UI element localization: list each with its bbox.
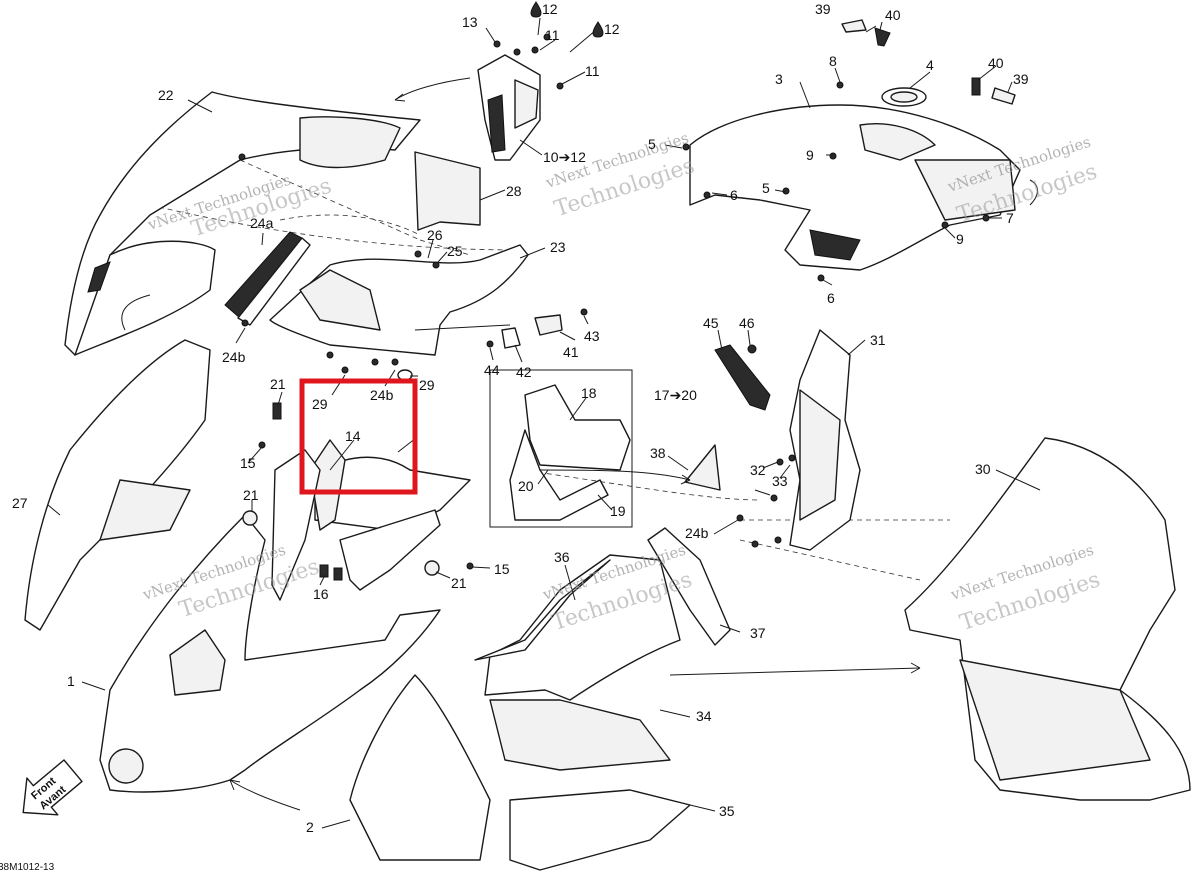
- callout-15-right[interactable]: 15: [494, 561, 510, 577]
- callout-25[interactable]: 25: [447, 243, 463, 259]
- callout-46[interactable]: 46: [739, 315, 755, 331]
- part-38-wedge: [684, 444, 721, 491]
- callout-39-top[interactable]: 39: [815, 1, 831, 17]
- callout-40-top[interactable]: 40: [885, 7, 901, 23]
- callout-13[interactable]: 13: [462, 14, 478, 30]
- callout-43[interactable]: 43: [584, 328, 600, 344]
- callout-27[interactable]: 27: [12, 495, 28, 511]
- callout-32[interactable]: 32: [750, 462, 766, 478]
- callout-30[interactable]: 30: [975, 461, 991, 477]
- callout-8[interactable]: 8: [829, 53, 837, 69]
- part-3-tank-cover: [689, 104, 1021, 271]
- callout-24b-right[interactable]: 24b: [685, 525, 709, 541]
- callout-1[interactable]: 1: [67, 673, 75, 689]
- callout-31[interactable]: 31: [870, 332, 886, 348]
- callout-21-top[interactable]: 21: [270, 376, 286, 392]
- callout-42[interactable]: 42: [516, 364, 532, 380]
- callout-37[interactable]: 37: [750, 625, 766, 641]
- callout-12-right[interactable]: 12: [604, 21, 620, 37]
- callout-9-top[interactable]: 9: [806, 147, 814, 163]
- callout-29-left[interactable]: 29: [312, 396, 328, 412]
- oil-drop-icon: [530, 1, 542, 18]
- callout-26[interactable]: 26: [427, 227, 443, 243]
- document-id: 38M1012-13: [0, 862, 55, 873]
- callout-34[interactable]: 34: [696, 708, 712, 724]
- callout-14[interactable]: 14: [345, 428, 361, 444]
- part-37-trim: [647, 527, 731, 646]
- selected-part-highlight: [299, 378, 418, 495]
- callout-38[interactable]: 38: [650, 445, 666, 461]
- callout-2[interactable]: 2: [306, 819, 314, 835]
- callout-44[interactable]: 44: [484, 362, 500, 378]
- callout-39-right[interactable]: 39: [1013, 71, 1029, 87]
- oil-drop-icon: [592, 21, 604, 38]
- callout-29-right[interactable]: 29: [419, 377, 435, 393]
- part-22-upper-fairing: [64, 91, 421, 356]
- part-4-fuel-cap-ring: [881, 87, 927, 107]
- callout-24b-left[interactable]: 24b: [222, 349, 246, 365]
- callout-4[interactable]: 4: [926, 57, 934, 73]
- assembly-guide-lines: [149, 159, 950, 581]
- callout-36[interactable]: 36: [554, 549, 570, 565]
- part-36-panel: [474, 559, 611, 661]
- callout-24b-mid[interactable]: 24b: [370, 387, 394, 403]
- callout-19[interactable]: 19: [610, 503, 626, 519]
- callout-23[interactable]: 23: [550, 239, 566, 255]
- part-31-frame-bracket: [789, 329, 861, 551]
- callout-45[interactable]: 45: [703, 315, 719, 331]
- part-28-panel: [414, 151, 481, 231]
- callout-21-mid[interactable]: 21: [243, 487, 259, 503]
- callout-11-right[interactable]: 11: [585, 63, 600, 79]
- callout-labels: 22 13 12 12 11 11 10➔12 28 23 26 25 24a …: [12, 1, 1029, 835]
- small-hardware: [238, 19, 1016, 581]
- part-35-panel: [509, 789, 691, 871]
- callout-33[interactable]: 33: [772, 473, 788, 489]
- callout-15-left[interactable]: 15: [240, 455, 256, 471]
- part-2-lower-cover: [349, 674, 491, 861]
- callout-5-top[interactable]: 5: [648, 136, 656, 152]
- callout-11-top[interactable]: 11: [545, 27, 560, 43]
- callout-6-top[interactable]: 6: [730, 187, 738, 203]
- part-10-mount-bracket: [477, 54, 541, 161]
- callout-41[interactable]: 41: [563, 344, 579, 360]
- callout-6-bottom[interactable]: 6: [827, 290, 835, 306]
- watermark-2: vNext Technologies Technologies: [543, 129, 698, 223]
- callout-40-right[interactable]: 40: [988, 55, 1004, 71]
- callout-20[interactable]: 20: [518, 478, 534, 494]
- callout-22[interactable]: 22: [158, 87, 174, 103]
- callout-24a[interactable]: 24a: [250, 215, 274, 231]
- leader-lines: [47, 17, 1041, 829]
- callout-5-mid[interactable]: 5: [762, 180, 770, 196]
- part-27-side-panel: [24, 339, 211, 631]
- callout-16[interactable]: 16: [313, 586, 329, 602]
- part-1-front-nose: [99, 514, 441, 793]
- part-34-panel: [484, 554, 681, 771]
- callout-21-bottom[interactable]: 21: [451, 575, 467, 591]
- callout-28[interactable]: 28: [506, 183, 522, 199]
- callout-35[interactable]: 35: [719, 803, 735, 819]
- callout-17-20[interactable]: 17➔20: [654, 387, 697, 403]
- callout-3[interactable]: 3: [775, 71, 783, 87]
- front-direction-arrow: Front Avant: [22, 759, 83, 816]
- part-30-side-cover: [904, 437, 1191, 801]
- callout-18[interactable]: 18: [581, 385, 597, 401]
- callout-9-right[interactable]: 9: [956, 231, 964, 247]
- callout-7[interactable]: 7: [1006, 210, 1014, 226]
- part-23-inner-panel: [269, 244, 529, 356]
- callout-12-top[interactable]: 12: [542, 1, 558, 17]
- callout-10-12[interactable]: 10➔12: [543, 149, 586, 165]
- part-18-windshield-bracket: [489, 369, 633, 528]
